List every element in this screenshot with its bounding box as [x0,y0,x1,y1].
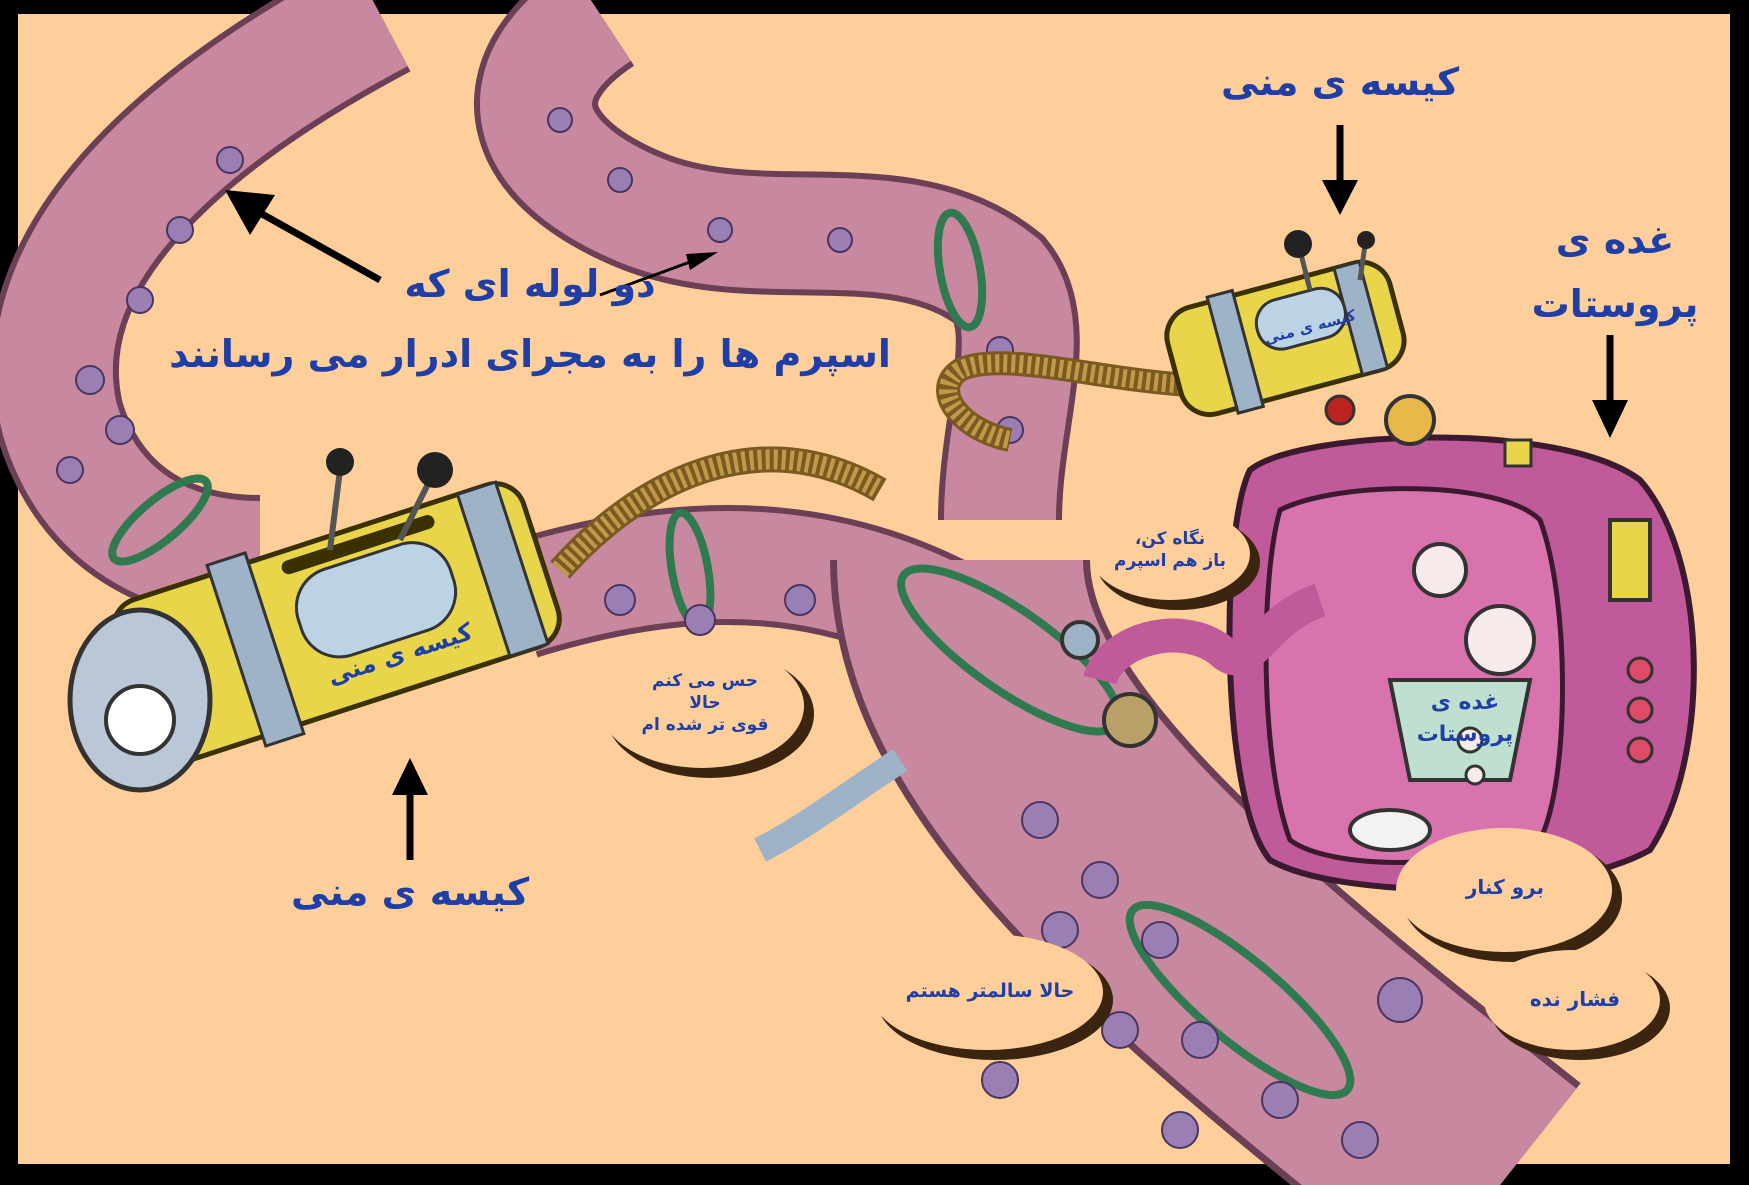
bubble-stronger-line3: قوی تر شده ام [620,714,790,736]
label-prostate-line2: پروستات [1500,282,1730,326]
prostate-panel-line2: پروستات [1395,722,1535,747]
bubble-healthier-text: حالا سالمتر هستم [890,980,1090,1002]
right-antenna-a-knob [1284,230,1312,258]
bubble-look-line1: نگاه کن، [1100,528,1240,550]
bubble-stronger-line1: حس می کنم [620,670,790,692]
label-seminal-top: کیسه ی منی [1210,60,1470,104]
bubble-stronger-text: حس می کنم حالا قوی تر شده ام [620,670,790,736]
valve-port [1062,622,1098,658]
left-antenna-a-knob [326,448,354,476]
label-tubes-line2: اسپرم ها را به مجرای ادرار می رسانند [150,332,910,376]
bubble-stronger-line2: حالا [620,692,790,714]
label-prostate-line1: غده ی [1530,218,1700,262]
right-antenna-b-knob [1357,231,1375,249]
bubble-look-line2: باز هم اسپرم [1100,550,1240,572]
prostate-machine [1230,396,1694,889]
bubble-move-text: برو کنار [1440,876,1570,898]
bubble-look-text: نگاه کن، باز هم اسپرم [1100,528,1240,572]
valve-base [1104,694,1156,746]
left-tank-grille [106,686,174,754]
label-seminal-bottom: کیسه ی منی [280,870,540,914]
left-antenna-b-knob [417,452,453,488]
bubble-push-text: فشار نده [1505,988,1645,1010]
label-tubes-line1: دو لوله ای که [380,262,680,306]
prostate-panel-line1: غده ی [1410,690,1520,715]
